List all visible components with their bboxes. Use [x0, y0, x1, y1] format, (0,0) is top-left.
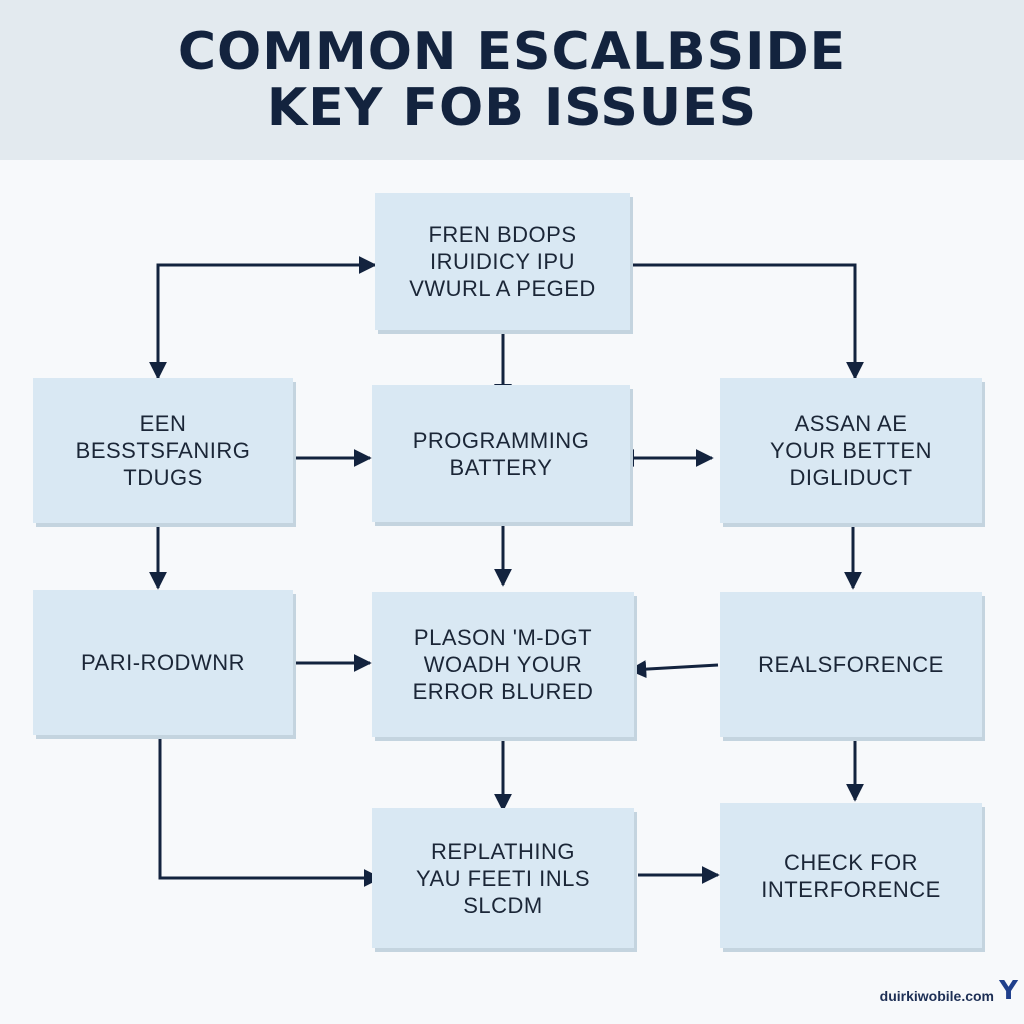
box-top-line: VWURL A PEGED: [409, 276, 596, 301]
box-right1-line: DIGLIDUCT: [789, 465, 913, 490]
box-left1-line: TDUGS: [123, 465, 203, 490]
box-top: FREN BDOPS IRUIDICY IPU VWURL A PEGED: [375, 193, 630, 330]
watermark-text: duirkiwobile.com: [879, 988, 994, 1004]
box-left1: EEN BESSTSFANIRG TDUGS: [33, 378, 293, 523]
box-programming: PROGRAMMING BATTERY: [372, 385, 630, 522]
box-center3: REPLATHING YAU FEETI INLS SLCDM: [372, 808, 634, 948]
box-center2: PLASON 'M-DGT WOADH YOUR ERROR BLURED: [372, 592, 634, 737]
box-programming-line: PROGRAMMING: [412, 427, 590, 453]
title-line-2: KEY FOB ISSUES: [266, 78, 758, 138]
box-center3-line: REPLATHING: [431, 838, 575, 864]
box-center3-line: YAU FEETI INLS: [415, 865, 591, 891]
title-header: COMMON ESCALBSIDE KEY FOB ISSUES: [0, 0, 1024, 160]
watermark-logo: Y: [999, 976, 1018, 1006]
box-center3-line: SLCDM: [463, 892, 543, 918]
box-center2-line: WOADH YOUR: [423, 652, 583, 677]
box-programming-line: BATTERY: [449, 454, 553, 480]
box-left2: PARI-RODWNR: [33, 590, 293, 735]
box-center2-line: ERROR BLURED: [412, 679, 594, 704]
box-top-line: FREN BDOPS: [428, 222, 577, 247]
title-line-1: COMMON ESCALBSIDE: [177, 22, 847, 82]
box-center2-line: PLASON 'M-DGT: [413, 625, 593, 650]
box-left1-line: EEN: [139, 411, 187, 436]
box-interference-line: INTERFORENCE: [761, 876, 941, 902]
box-right1-line: ASSAN AE: [794, 411, 908, 436]
box-left1-line: BESSTSFANIRG: [75, 438, 251, 463]
box-top-line: IRUIDICY IPU: [430, 249, 575, 274]
box-right1: ASSAN AE YOUR BETTEN DIGLIDUCT: [720, 378, 982, 523]
box-interference-line: CHECK FOR: [783, 849, 919, 875]
box-right2-line: REALSFORENCE: [758, 652, 944, 677]
box-right2: REALSFORENCE: [720, 592, 982, 737]
box-interference: CHECK FOR INTERFORENCE: [720, 803, 982, 948]
box-left2-line: PARI-RODWNR: [81, 650, 245, 675]
box-right1-line: YOUR BETTEN: [770, 438, 932, 463]
